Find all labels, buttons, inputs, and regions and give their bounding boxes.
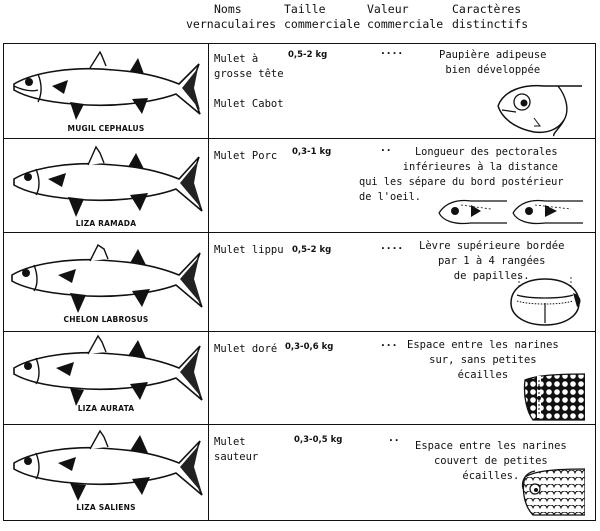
- commercial-value: ....: [381, 241, 405, 252]
- fish-cell: LIZA RAMADA: [3, 138, 209, 233]
- commercial-value: ...: [381, 338, 399, 349]
- header-line: distinctifs: [452, 17, 529, 31]
- nostril-small-scales-icon: [521, 468, 585, 516]
- trait-line: qui les sépare du bord postérieur: [359, 176, 564, 188]
- commercial-size: 0,5-2 kg: [288, 50, 328, 60]
- lip-papillae-icon: [510, 277, 581, 326]
- commercial-size: 0,3-0,5 kg: [294, 435, 343, 445]
- vernacular-name: Mulet à grosse tête Mulet Cabot: [214, 52, 284, 112]
- name-line: grosse tête: [214, 68, 284, 80]
- row-body: Mulet Porc 0,3-1 kg .. Longueur des pect…: [208, 138, 596, 233]
- fish-drawing-icon: [13, 334, 203, 406]
- distinctive-traits: Lèvre supérieure bordée par 1 à 4 rangée…: [419, 239, 564, 284]
- trait-line: écailles.: [462, 470, 520, 482]
- name-line: sauteur: [214, 451, 259, 463]
- header-line: Taille: [284, 2, 326, 16]
- row-body: Mulet sauteur 0,3-0,5 kg .. Espace entre…: [208, 424, 596, 521]
- commercial-size: 0,3-1 kg: [292, 147, 332, 157]
- trait-line: sur, sans petites: [429, 354, 537, 366]
- species-label: CHELON LABROSUS: [63, 315, 149, 324]
- fish-drawing-icon: [11, 243, 203, 313]
- species-label: LIZA SALIENS: [76, 503, 136, 512]
- trait-line: Paupière adipeuse: [439, 49, 547, 61]
- mullet-head-eyelid-icon: [497, 84, 582, 137]
- header-names: Noms vernaculaires: [186, 2, 276, 32]
- header-line: vernaculaires: [186, 17, 277, 31]
- name-line: Mulet doré: [214, 343, 278, 355]
- fish-cell: LIZA SALIENS: [3, 424, 209, 521]
- vernacular-name: Mulet lippu: [214, 243, 284, 258]
- trait-line: Espace entre les narines: [407, 339, 559, 351]
- vernacular-name: Mulet Porc: [214, 149, 277, 164]
- table-row: LIZA RAMADA Mulet Porc 0,3-1 kg .. Longu…: [3, 138, 596, 233]
- species-label: LIZA AURATA: [77, 404, 135, 413]
- distinctive-traits: Espace entre les narines sur, sans petit…: [407, 338, 559, 383]
- commercial-value: ..: [389, 433, 401, 444]
- distinctive-traits: Espace entre les narines couvert de peti…: [415, 439, 567, 484]
- fish-cell: LIZA AURATA: [3, 331, 209, 425]
- species-table: MUGIL CEPHALUS Mulet à grosse tête Mulet…: [3, 43, 596, 521]
- trait-line: de papilles.: [453, 270, 530, 282]
- header-line: Caractères: [452, 2, 522, 16]
- fish-cell: CHELON LABROSUS: [3, 232, 209, 332]
- trait-line: bien développée: [445, 64, 541, 76]
- trait-line: de l'oeil.: [359, 191, 421, 203]
- name-line: Mulet Cabot: [214, 98, 284, 110]
- name-line: Mulet: [214, 436, 246, 448]
- table-row: LIZA AURATA Mulet doré 0,3-0,6 kg ... Es…: [3, 331, 596, 425]
- fish-cell: MUGIL CEPHALUS: [3, 43, 209, 139]
- table-row: MUGIL CEPHALUS Mulet à grosse tête Mulet…: [3, 43, 596, 139]
- trait-line: inférieures à la distance: [402, 161, 558, 173]
- trait-line: Espace entre les narines: [415, 440, 567, 452]
- header-line: Noms: [214, 2, 242, 16]
- header-traits: Caractères distinctifs: [452, 2, 528, 32]
- row-body: Mulet lippu 0,5-2 kg .... Lèvre supérieu…: [208, 232, 596, 332]
- species-label: LIZA RAMADA: [75, 219, 137, 228]
- name-line: [214, 82, 284, 97]
- vernacular-name: Mulet doré: [214, 342, 277, 357]
- trait-line: Longueur des pectorales: [414, 146, 558, 158]
- distinctive-traits: Longueur des pectorales inférieures à la…: [359, 145, 564, 205]
- trait-line: Lèvre supérieure bordée: [419, 240, 565, 252]
- name-line: Mulet Porc: [214, 150, 278, 162]
- name-line: Mulet à: [214, 53, 259, 65]
- trait-line: écailles: [457, 369, 509, 381]
- header-line: Valeur: [367, 2, 409, 16]
- fish-drawing-icon: [13, 50, 201, 120]
- commercial-value: ..: [381, 143, 393, 154]
- fish-drawing-icon: [13, 145, 203, 217]
- header-line: commerciale: [284, 17, 361, 31]
- header-size: Taille commerciale: [284, 2, 360, 32]
- table-row: LIZA SALIENS Mulet sauteur 0,3-0,5 kg ..…: [3, 424, 596, 521]
- commercial-value: ....: [381, 46, 405, 57]
- name-line: Mulet lippu: [214, 244, 284, 256]
- species-label: MUGIL CEPHALUS: [67, 124, 145, 133]
- pectoral-fin-heads-icon: [438, 199, 583, 225]
- distinctive-traits: Paupière adipeuse bien développée: [439, 48, 546, 78]
- trait-line: couvert de petites: [433, 455, 548, 467]
- fish-drawing-icon: [13, 429, 203, 501]
- nostril-scales-icon: [523, 373, 585, 421]
- row-body: Mulet doré 0,3-0,6 kg ... Espace entre l…: [208, 331, 596, 425]
- header-value: Valeur commerciale: [367, 2, 443, 32]
- table-row: CHELON LABROSUS Mulet lippu 0,5-2 kg ...…: [3, 232, 596, 332]
- commercial-size: 0,5-2 kg: [292, 245, 332, 255]
- row-body: Mulet à grosse tête Mulet Cabot 0,5-2 kg…: [208, 43, 596, 139]
- trait-line: par 1 à 4 rangées: [437, 255, 546, 267]
- header-line: commerciale: [367, 17, 444, 31]
- commercial-size: 0,3-0,6 kg: [285, 342, 334, 352]
- vernacular-name: Mulet sauteur: [214, 435, 258, 465]
